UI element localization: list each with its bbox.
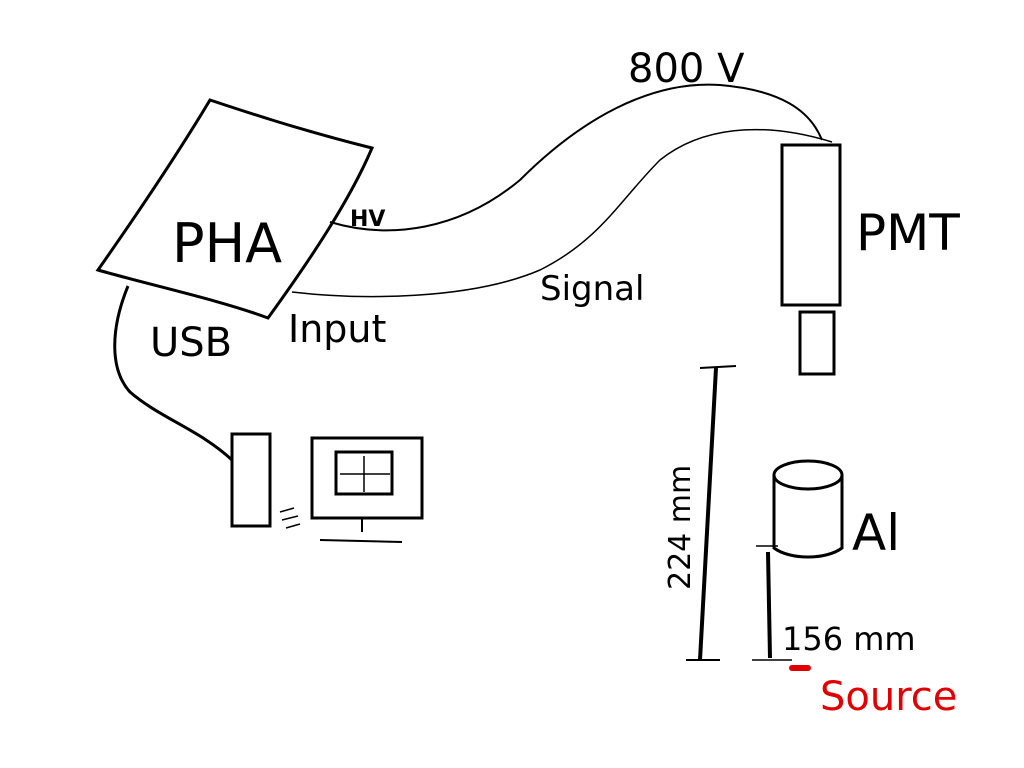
hv-cable bbox=[329, 83, 823, 232]
pha-label: PHA bbox=[172, 212, 282, 275]
signal-cable bbox=[291, 128, 833, 298]
al-label: Al bbox=[852, 504, 900, 562]
computer-tower bbox=[230, 432, 272, 528]
pmt-label: PMT bbox=[856, 204, 960, 262]
monitor-frame bbox=[310, 436, 424, 520]
pha-box bbox=[95, 98, 375, 320]
distance-total-bar bbox=[698, 367, 718, 661]
al-cylinder-top bbox=[772, 459, 844, 491]
signal-label: Signal bbox=[540, 269, 644, 309]
monitor-cursor-cross bbox=[340, 456, 390, 492]
distance-total-label: 224 mm bbox=[663, 465, 698, 590]
input-label: Input bbox=[288, 307, 386, 351]
tower-cable-squiggle bbox=[279, 507, 301, 529]
al-cylinder-body bbox=[772, 475, 844, 559]
voltage-label: 800 V bbox=[628, 46, 745, 92]
usb-label: USB bbox=[150, 320, 232, 366]
distance-al-bar bbox=[766, 551, 772, 659]
pmt-base bbox=[798, 310, 836, 376]
distance-al-label: 156 mm bbox=[782, 620, 916, 658]
usb-cable bbox=[113, 285, 234, 462]
source-label: Source bbox=[820, 674, 957, 720]
pmt-body bbox=[780, 143, 842, 307]
monitor-screen bbox=[334, 450, 394, 496]
distance-total-top-tick bbox=[699, 365, 737, 369]
monitor-base bbox=[319, 539, 403, 543]
